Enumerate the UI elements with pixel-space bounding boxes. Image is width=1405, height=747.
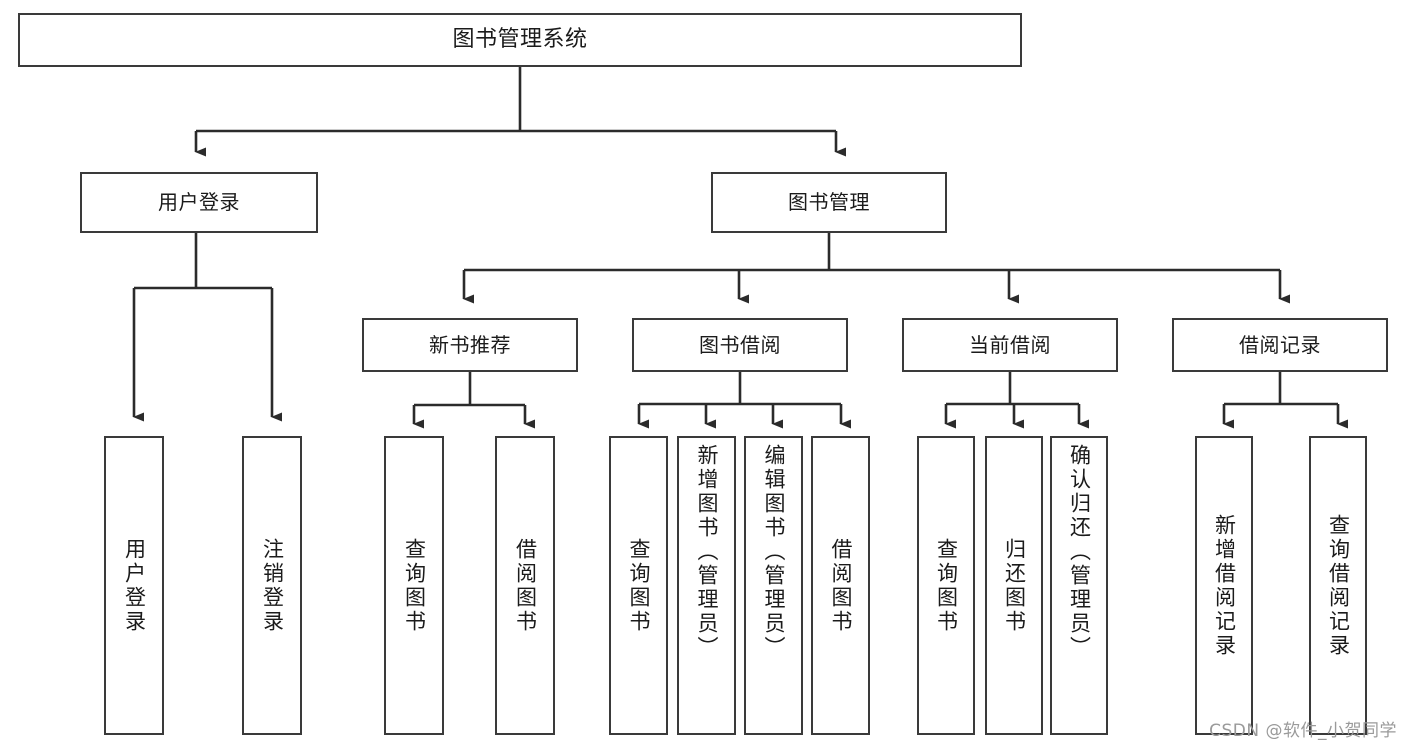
node-new-book-rec[interactable]: 新书推荐 (362, 318, 578, 372)
node-leaf-record-query[interactable]: 查询借阅记录 (1309, 436, 1367, 735)
node-user-login[interactable]: 用户登录 (80, 172, 318, 233)
node-leaf-borrow-add-label: 新增图书（管理员） (695, 444, 719, 660)
node-leaf-rec-query-label: 查询图书 (402, 537, 427, 634)
node-leaf-user-logout[interactable]: 注销登录 (242, 436, 302, 735)
node-leaf-current-return-label: 归还图书 (1002, 537, 1027, 634)
node-leaf-rec-query[interactable]: 查询图书 (384, 436, 444, 735)
node-leaf-record-add-label: 新增借阅记录 (1212, 513, 1237, 658)
node-borrow-record-label: 借阅记录 (1239, 332, 1321, 357)
node-book-manage[interactable]: 图书管理 (711, 172, 947, 233)
node-current-borrow-label: 当前借阅 (969, 332, 1051, 357)
node-leaf-current-confirm[interactable]: 确认归还（管理员） (1050, 436, 1108, 735)
node-leaf-borrow-edit-label: 编辑图书（管理员） (762, 444, 786, 660)
node-leaf-current-confirm-label: 确认归还（管理员） (1067, 444, 1092, 660)
node-leaf-rec-borrow-label: 借阅图书 (513, 537, 538, 634)
node-root-label: 图书管理系统 (452, 26, 588, 52)
node-leaf-current-query[interactable]: 查询图书 (917, 436, 975, 735)
node-leaf-borrow-lend-label: 借阅图书 (829, 537, 853, 634)
node-leaf-record-add[interactable]: 新增借阅记录 (1195, 436, 1253, 735)
node-current-borrow[interactable]: 当前借阅 (902, 318, 1118, 372)
node-user-login-label: 用户登录 (158, 190, 240, 215)
node-leaf-borrow-lend[interactable]: 借阅图书 (811, 436, 870, 735)
node-book-borrow-label: 图书借阅 (699, 332, 781, 357)
node-leaf-borrow-edit[interactable]: 编辑图书（管理员） (744, 436, 803, 735)
node-book-borrow[interactable]: 图书借阅 (632, 318, 848, 372)
node-new-book-rec-label: 新书推荐 (429, 332, 511, 357)
node-leaf-borrow-query-label: 查询图书 (627, 537, 651, 634)
node-leaf-borrow-add[interactable]: 新增图书（管理员） (677, 436, 736, 735)
node-root[interactable]: 图书管理系统 (18, 13, 1022, 67)
node-borrow-record[interactable]: 借阅记录 (1172, 318, 1388, 372)
node-leaf-current-query-label: 查询图书 (934, 537, 959, 634)
node-leaf-rec-borrow[interactable]: 借阅图书 (495, 436, 555, 735)
node-book-manage-label: 图书管理 (788, 190, 870, 215)
node-leaf-user-login-label: 用户登录 (122, 537, 147, 634)
node-leaf-borrow-query[interactable]: 查询图书 (609, 436, 668, 735)
node-leaf-user-login[interactable]: 用户登录 (104, 436, 164, 735)
node-leaf-record-query-label: 查询借阅记录 (1326, 513, 1351, 658)
node-leaf-user-logout-label: 注销登录 (260, 537, 285, 634)
node-leaf-current-return[interactable]: 归还图书 (985, 436, 1043, 735)
